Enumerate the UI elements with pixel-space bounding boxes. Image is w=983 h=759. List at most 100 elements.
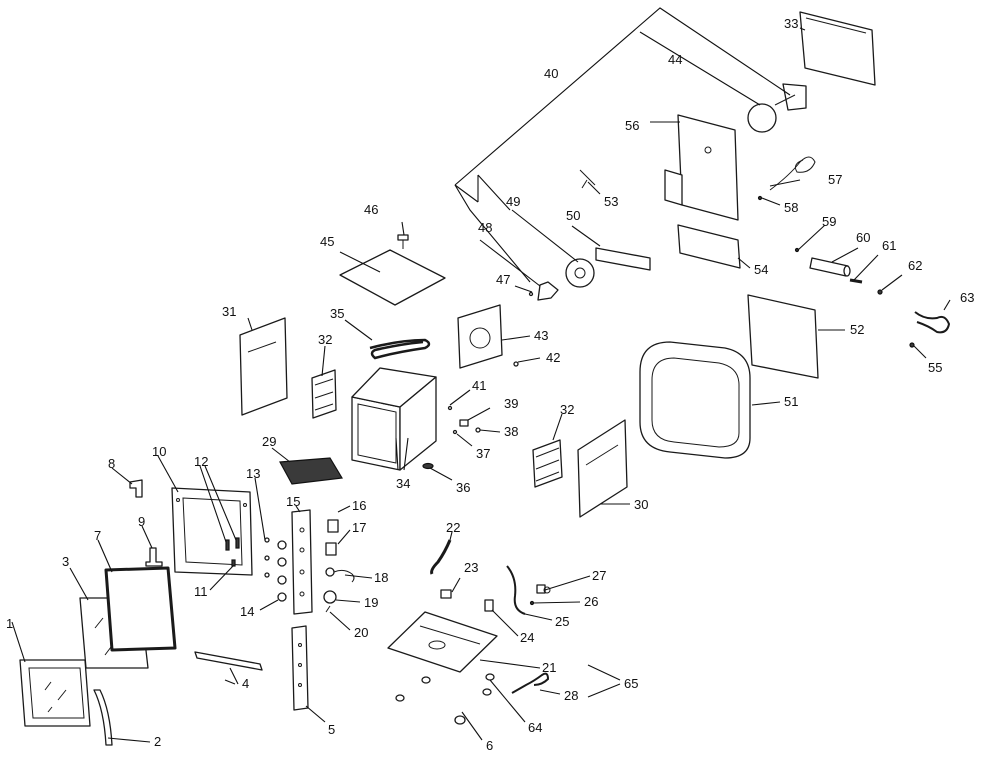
label-31: 31 bbox=[222, 304, 236, 319]
label-6: 6 bbox=[486, 738, 493, 753]
label-33: 33 bbox=[784, 16, 798, 31]
label-64: 64 bbox=[528, 720, 542, 735]
part-side-panel-left bbox=[239, 317, 288, 416]
part-bracket-24 bbox=[484, 599, 494, 612]
label-36: 36 bbox=[456, 480, 470, 495]
part-screw-62 bbox=[877, 289, 883, 295]
label-32-left: 32 bbox=[318, 332, 332, 347]
part-thermostat-18 bbox=[325, 567, 355, 583]
part-door-seal bbox=[104, 566, 177, 652]
part-switch-17 bbox=[325, 542, 337, 556]
label-32-right: 32 bbox=[560, 402, 574, 417]
part-screw-38 bbox=[475, 427, 481, 433]
part-fan-wheel bbox=[565, 258, 595, 288]
label-29: 29 bbox=[262, 434, 276, 449]
part-cable-22 bbox=[430, 539, 452, 575]
part-pin-20 bbox=[325, 605, 331, 613]
part-front-frame bbox=[171, 487, 253, 576]
label-52: 52 bbox=[850, 322, 864, 337]
label-24: 24 bbox=[520, 630, 534, 645]
part-control-panel bbox=[291, 509, 313, 615]
label-19: 19 bbox=[364, 595, 378, 610]
part-hinge-pin-12b bbox=[235, 537, 240, 549]
label-62: 62 bbox=[908, 258, 922, 273]
label-18: 18 bbox=[374, 570, 388, 585]
label-46: 46 bbox=[364, 202, 378, 217]
label-39: 39 bbox=[504, 396, 518, 411]
label-23: 23 bbox=[464, 560, 478, 575]
part-control-bracket bbox=[291, 625, 309, 711]
label-42: 42 bbox=[546, 350, 560, 365]
label-49: 49 bbox=[506, 194, 520, 209]
part-hinge-clip bbox=[129, 479, 143, 498]
label-47: 47 bbox=[496, 272, 510, 287]
label-51: 51 bbox=[784, 394, 798, 409]
label-16: 16 bbox=[352, 498, 366, 513]
label-48: 48 bbox=[478, 220, 492, 235]
part-tube-60 bbox=[809, 257, 851, 277]
part-probe-53 bbox=[579, 169, 596, 189]
part-heating-element bbox=[369, 338, 431, 360]
part-cable-63 bbox=[914, 311, 951, 334]
label-41: 41 bbox=[472, 378, 486, 393]
label-57: 57 bbox=[828, 172, 842, 187]
label-63: 63 bbox=[960, 290, 974, 305]
part-cable-25 bbox=[506, 565, 526, 615]
label-34: 34 bbox=[396, 476, 410, 491]
label-4: 4 bbox=[242, 676, 249, 691]
part-outer-door bbox=[19, 659, 91, 727]
label-30: 30 bbox=[634, 497, 648, 512]
part-rear-panel bbox=[747, 294, 819, 379]
label-54: 54 bbox=[754, 262, 768, 277]
label-37: 37 bbox=[476, 446, 490, 461]
label-28: 28 bbox=[564, 688, 578, 703]
part-hinge-pin-12a bbox=[225, 539, 230, 551]
label-2: 2 bbox=[154, 734, 161, 749]
part-switch-23 bbox=[440, 589, 452, 599]
part-rack-guide-left bbox=[311, 369, 337, 419]
part-outer-shell bbox=[639, 341, 751, 459]
label-14: 14 bbox=[240, 604, 254, 619]
part-lamp-39 bbox=[459, 419, 469, 427]
label-55: 55 bbox=[928, 360, 942, 375]
part-knobs bbox=[264, 537, 270, 578]
label-10: 10 bbox=[152, 444, 166, 459]
label-5: 5 bbox=[328, 722, 335, 737]
part-oven-rack bbox=[279, 457, 343, 485]
label-9: 9 bbox=[138, 514, 145, 529]
part-fan-blade bbox=[537, 281, 559, 301]
label-38: 38 bbox=[504, 424, 518, 439]
part-oven-cavity bbox=[351, 367, 437, 471]
part-foot-6 bbox=[454, 715, 466, 725]
part-screw-46 bbox=[397, 234, 409, 249]
part-foot-set bbox=[395, 676, 492, 702]
label-20: 20 bbox=[354, 625, 368, 640]
label-22: 22 bbox=[446, 520, 460, 535]
part-relay-28 bbox=[511, 672, 550, 694]
label-53: 53 bbox=[604, 194, 618, 209]
label-35: 35 bbox=[330, 306, 344, 321]
part-back-panel-33 bbox=[799, 11, 876, 86]
part-rack-guide-right bbox=[532, 439, 563, 488]
part-screw-37 bbox=[452, 429, 458, 435]
part-back-bracket-56 bbox=[664, 114, 739, 221]
part-cover-plate-54 bbox=[677, 224, 741, 269]
label-59: 59 bbox=[822, 214, 836, 229]
label-44: 44 bbox=[668, 52, 682, 67]
label-65: 65 bbox=[624, 676, 638, 691]
part-screw-47 bbox=[528, 291, 534, 297]
part-control-knob-set bbox=[277, 540, 287, 602]
label-50: 50 bbox=[566, 208, 580, 223]
label-7: 7 bbox=[94, 528, 101, 543]
part-hinge-bar bbox=[194, 651, 263, 671]
label-60: 60 bbox=[856, 230, 870, 245]
part-latch bbox=[145, 547, 163, 567]
label-27: 27 bbox=[592, 568, 606, 583]
part-top-panel bbox=[339, 249, 446, 306]
label-21: 21 bbox=[542, 660, 556, 675]
label-1: 1 bbox=[6, 616, 13, 631]
part-screw-42 bbox=[513, 361, 519, 367]
part-switch-16 bbox=[327, 519, 339, 533]
label-40: 40 bbox=[544, 66, 558, 81]
